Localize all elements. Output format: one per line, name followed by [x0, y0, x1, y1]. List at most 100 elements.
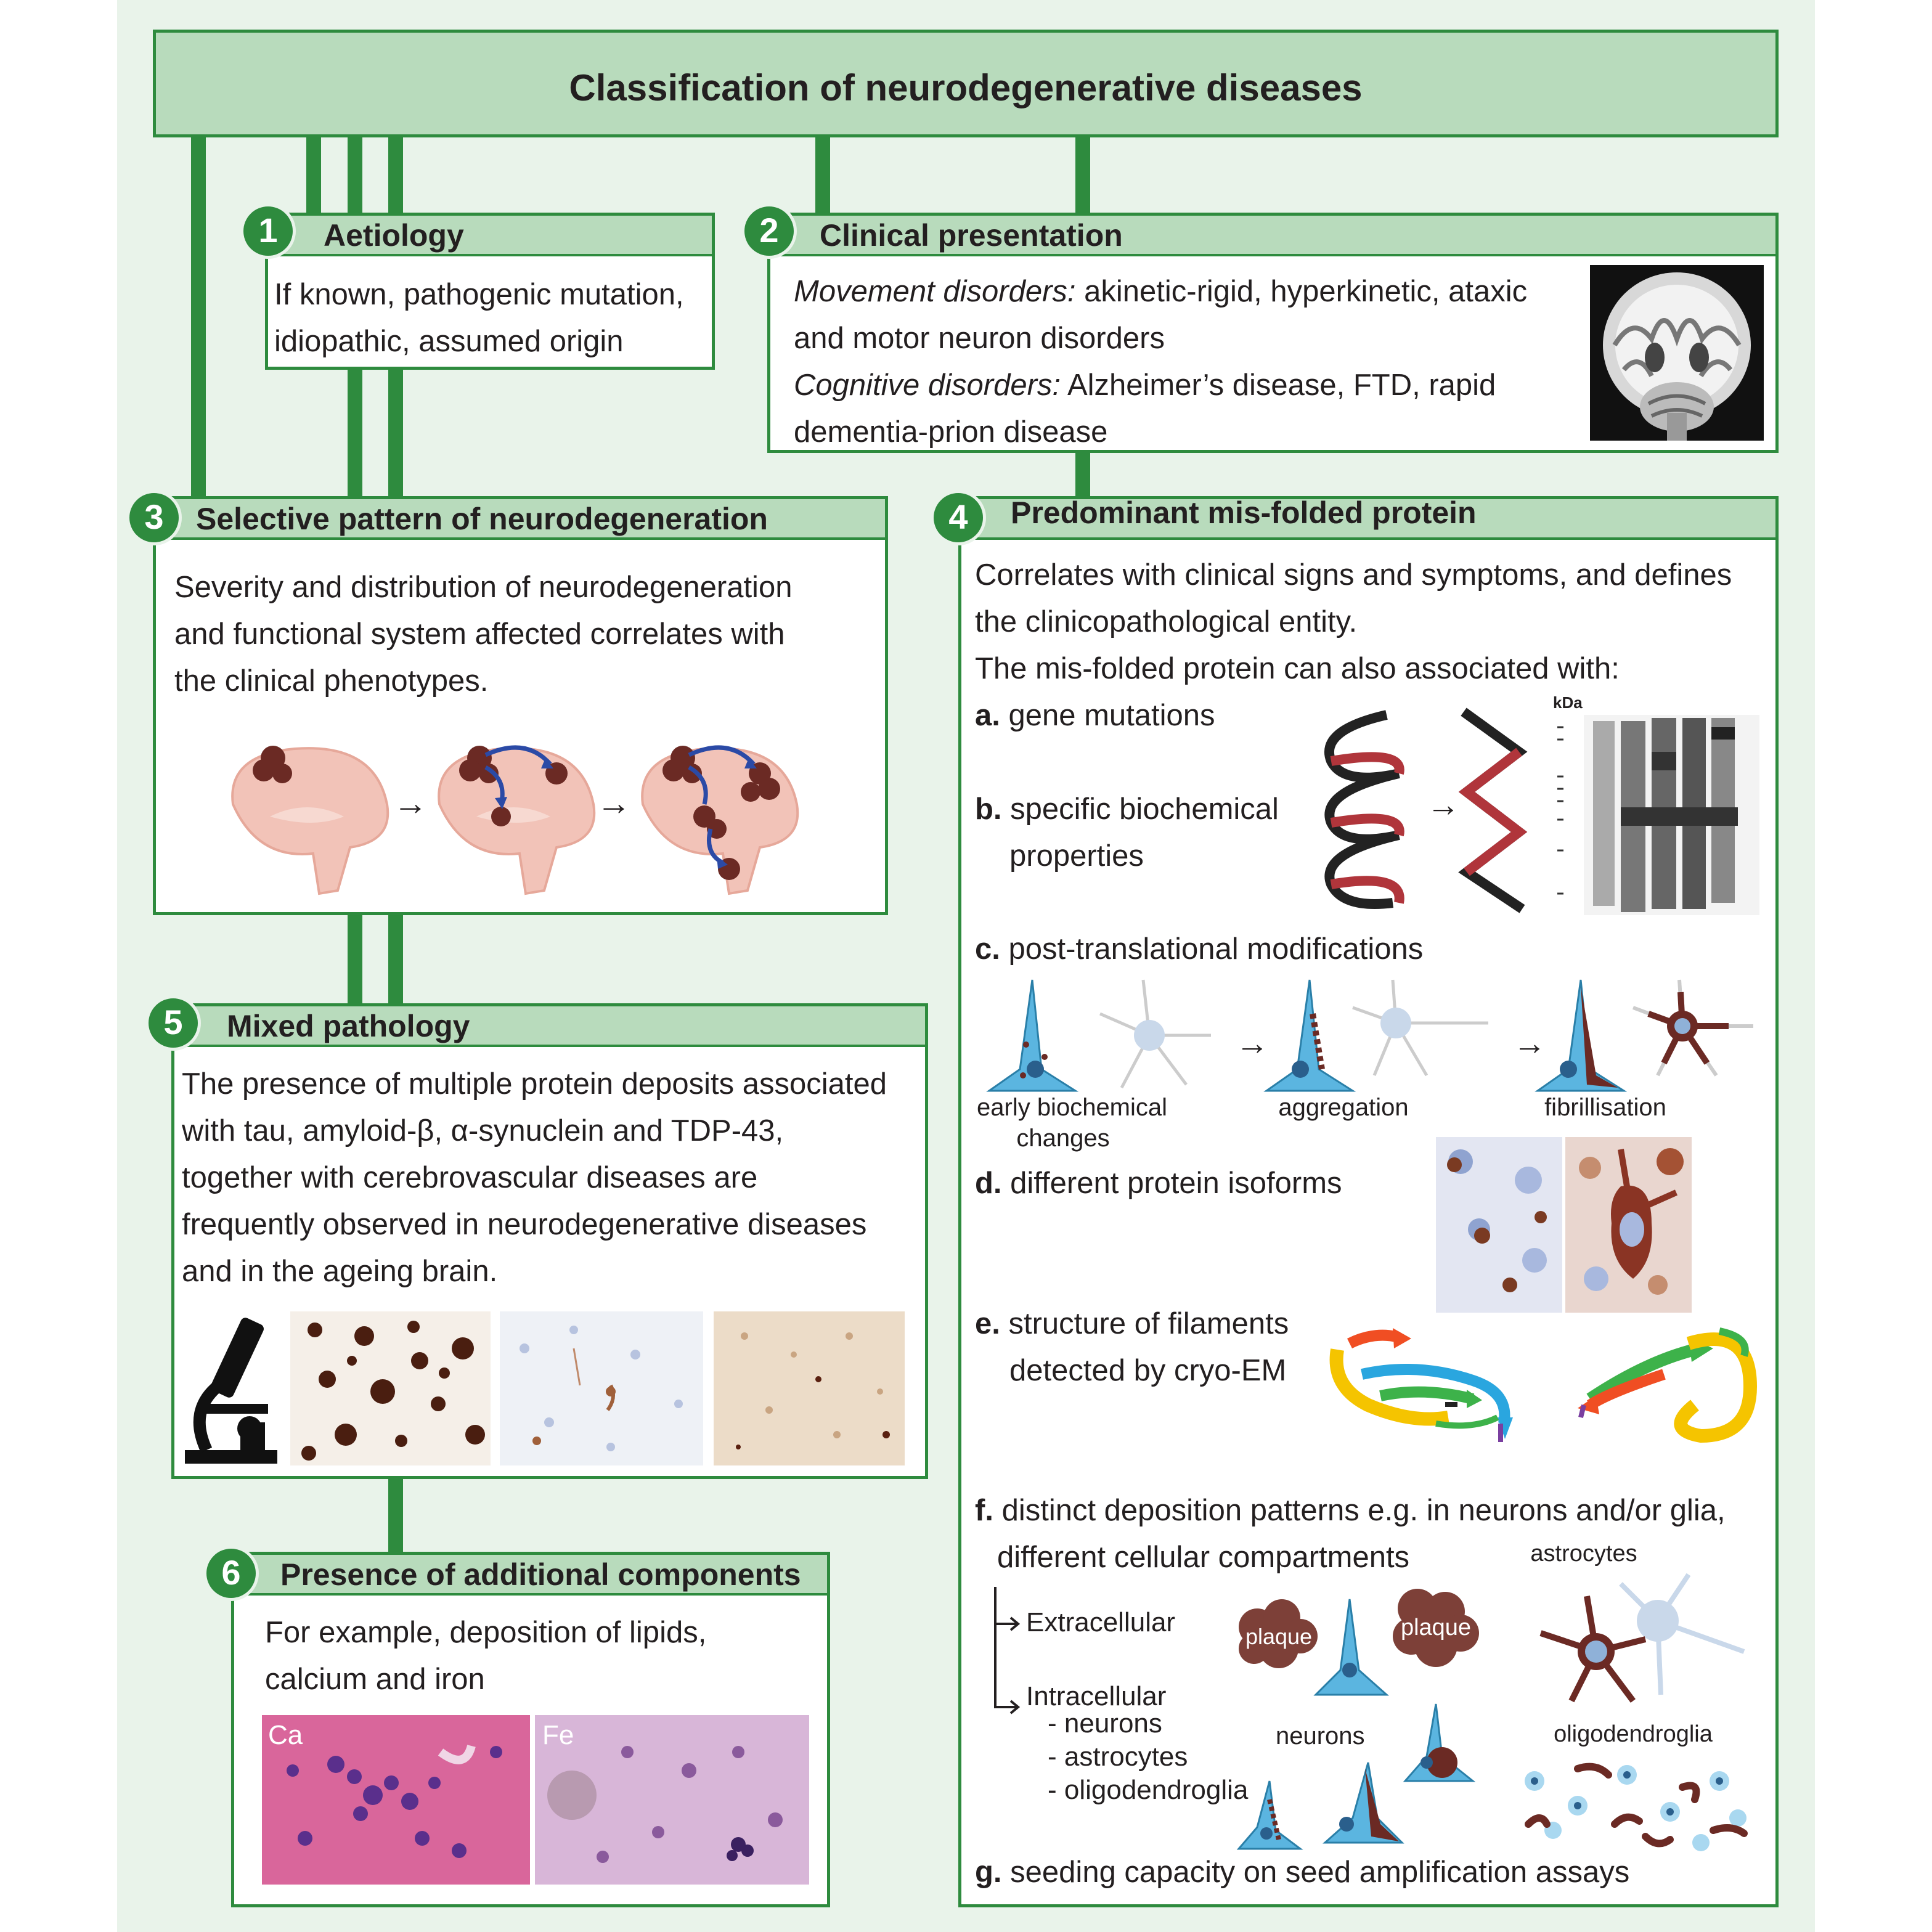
microscope-icon [185, 1318, 277, 1464]
neuron-aggregation-image [1263, 979, 1488, 1092]
additional-header: Presence of additional components [234, 1555, 827, 1596]
stage-arrow-1: → [393, 783, 428, 822]
item-d: d. different protein isoforms [975, 1160, 1342, 1207]
selective-header: Selective pattern of neurodegeneration [156, 499, 885, 540]
connector [388, 1476, 403, 1553]
cognitive-line: Cognitive disorders: Alzheimer’s disease… [794, 362, 1496, 409]
plaque-label-2: plaque [1400, 1615, 1472, 1641]
connector [348, 369, 362, 496]
clinical-box: Clinical presentation Movement disorders… [767, 213, 1779, 453]
aetiology-text-1: If known, pathogenic mutation, [274, 278, 684, 311]
stage-label-fibrillisation: fibrillisation [1544, 1094, 1666, 1121]
cognitive-line-2: dementia-prion disease [794, 415, 1108, 449]
additional-text-1: For example, deposition of lipids, [265, 1616, 707, 1649]
badge-3: 3 [126, 490, 182, 545]
connector [1075, 450, 1090, 496]
mixed-text-3: together with cerebrovascular diseases a… [182, 1161, 758, 1194]
mixed-text-2: with tau, amyloid-β, α-synuclein and TDP… [182, 1114, 784, 1147]
intracellular-astrocytes: - astrocytes [1048, 1742, 1188, 1772]
stage-label-early-2: changes [1016, 1125, 1110, 1152]
connector [191, 132, 206, 496]
movement-text: akinetic-rigid, hyperkinetic, ataxic [1075, 275, 1528, 308]
item-g-text: seeding capacity on seed amplification a… [1010, 1856, 1630, 1889]
oligodendroglia-image [1525, 1763, 1748, 1851]
title-banner: Classification of neurodegenerative dise… [153, 30, 1779, 137]
helix-image [1324, 710, 1404, 909]
badge-6: 6 [203, 1546, 259, 1601]
connector [306, 132, 321, 216]
mixed-text-1: The presence of multiple protein deposit… [182, 1067, 887, 1101]
item-g-letter: g. [975, 1856, 1002, 1889]
selective-box: Selective pattern of neurodegeneration S… [153, 496, 888, 915]
connector [388, 369, 403, 496]
cognitive-text: Alzheimer’s disease, FTD, rapid [1061, 369, 1496, 402]
zigzag-image [1458, 707, 1528, 913]
mixed-title: Mixed pathology [227, 1009, 470, 1043]
mri-image [1590, 265, 1764, 441]
connector [815, 132, 830, 216]
iron-histology-image [535, 1715, 809, 1885]
connector [388, 132, 403, 216]
item-e: e. structure of filaments [975, 1300, 1289, 1347]
selective-title: Selective pattern of neurodegeneration [196, 502, 768, 536]
isoform-histology-2 [1565, 1137, 1692, 1313]
badge-1: 1 [240, 203, 296, 259]
additional-box: Presence of additional components For ex… [231, 1552, 830, 1907]
aetiology-box: Aetiology If known, pathogenic mutation,… [265, 213, 715, 370]
cognitive-label: Cognitive disorders: [794, 369, 1061, 402]
aetiology-title: Aetiology [324, 218, 464, 253]
item-b-letter: b. [975, 793, 1002, 826]
connector [348, 912, 362, 1005]
badge-4: 4 [931, 490, 986, 545]
neuron-fibrillisation-image [1535, 979, 1753, 1092]
protein-intro-1: Correlates with clinical signs and sympt… [975, 558, 1732, 592]
item-b-text-2: properties [1009, 839, 1144, 873]
item-f-text: distinct deposition patterns e.g. in neu… [1001, 1494, 1726, 1527]
astrocytes-image [1539, 1573, 1745, 1703]
item-a-letter: a. [975, 699, 1000, 732]
item-b: b. specific biochemical [975, 786, 1279, 833]
oligodendroglia-label: oligodendroglia [1554, 1721, 1713, 1747]
aetiology-header: Aetiology [268, 216, 712, 256]
connector [388, 912, 403, 1005]
stage-arrow-2: → [597, 783, 631, 822]
astrocytes-label: astrocytes [1530, 1541, 1637, 1567]
selective-text-1: Severity and distribution of neurodegene… [174, 571, 793, 604]
brain-stage-1 [231, 746, 389, 895]
plaque-neuron-image [1239, 1589, 1479, 1696]
badge-5: 5 [145, 995, 201, 1051]
connector [348, 132, 362, 216]
cryo-em-structure-1 [1329, 1328, 1513, 1442]
brain-stage-3 [641, 745, 799, 895]
histology-synuclein-image [714, 1311, 905, 1465]
badge-2: 2 [741, 203, 797, 259]
item-e-letter: e. [975, 1307, 1000, 1340]
stage-label-early: early biochemical [977, 1094, 1168, 1121]
movement-label: Movement disorders: [794, 275, 1076, 308]
brain-stage-2 [438, 745, 596, 895]
stage-label-aggregation: aggregation [1278, 1094, 1409, 1121]
fe-label: Fe [542, 1720, 574, 1750]
item-f-letter: f. [975, 1494, 993, 1527]
tree-lines [994, 1587, 1021, 1714]
intracellular-label: Intracellular [1026, 1681, 1167, 1711]
item-f-text-2: different cellular compartments [997, 1541, 1410, 1574]
selective-text-3: the clinical phenotypes. [174, 664, 489, 698]
histology-amyloid-image [290, 1311, 491, 1465]
histology-tau-image [500, 1311, 703, 1465]
movement-line: Movement disorders: akinetic-rigid, hype… [794, 268, 1527, 315]
intracellular-neurons: - neurons [1048, 1708, 1162, 1738]
connector [1075, 132, 1090, 216]
mixed-box: Mixed pathology The presence of multiple… [171, 1003, 928, 1479]
mixed-text-4: frequently observed in neurodegenerative… [182, 1208, 867, 1241]
mixed-text-5: and in the ageing brain. [182, 1255, 498, 1288]
additional-text-2: calcium and iron [265, 1663, 485, 1696]
item-e-text-2: detected by cryo-EM [1009, 1354, 1287, 1387]
movement-line-2: and motor neuron disorders [794, 322, 1165, 355]
stage-arrow-b: → [1513, 1025, 1546, 1062]
neuron-early-image [986, 979, 1211, 1092]
selective-text-2: and functional system affected correlate… [174, 618, 785, 651]
item-b-text: specific biochemical [1010, 793, 1279, 826]
protein-box: Predominant mis-folded protein Correlate… [958, 495, 1779, 1907]
stage-arrow-a: → [1236, 1025, 1269, 1062]
